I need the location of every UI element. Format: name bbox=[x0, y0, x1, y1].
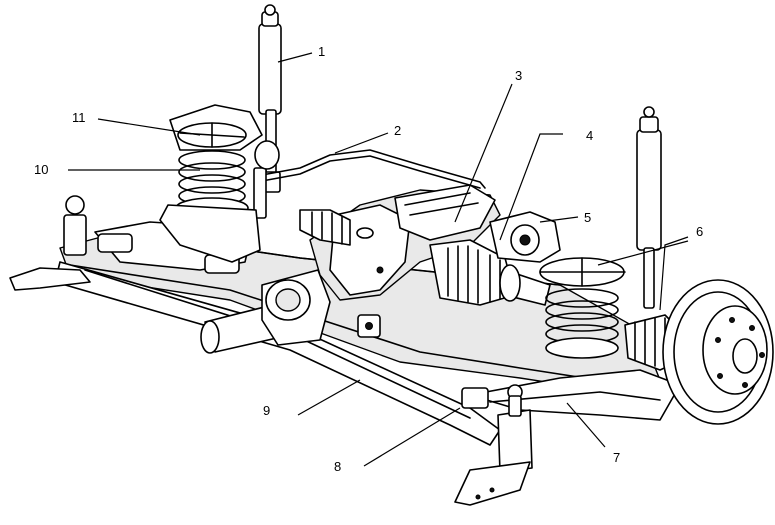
callout-10: 10 bbox=[34, 162, 48, 177]
brake-disc bbox=[662, 279, 774, 425]
stabilizer-bar bbox=[253, 149, 486, 219]
callout-5: 5 bbox=[584, 210, 591, 225]
callout-1: 1 bbox=[318, 44, 325, 59]
callout-8: 8 bbox=[334, 459, 341, 474]
right-coil-spring bbox=[539, 257, 626, 359]
callout-labels: 1 2 3 4 5 6 7 8 9 10 11 bbox=[34, 44, 703, 474]
right-driveshaft bbox=[429, 239, 551, 306]
callout-9: 9 bbox=[263, 403, 270, 418]
left-cv-boot bbox=[299, 209, 351, 246]
callout-11: 11 bbox=[72, 110, 86, 125]
leader-lines bbox=[68, 52, 689, 467]
callout-4: 4 bbox=[586, 128, 593, 143]
subframe bbox=[59, 221, 661, 396]
callout-2: 2 bbox=[394, 123, 401, 138]
callout-6: 6 bbox=[696, 224, 703, 239]
left-ball-joint bbox=[9, 195, 91, 291]
front-ball-joint bbox=[454, 384, 533, 506]
right-shock-absorber bbox=[636, 106, 662, 309]
rubber-mount bbox=[489, 211, 561, 263]
trailing-arm bbox=[469, 369, 681, 421]
callout-3: 3 bbox=[515, 68, 522, 83]
callout-7: 7 bbox=[613, 450, 620, 465]
drive-shaft-tube bbox=[200, 269, 331, 354]
